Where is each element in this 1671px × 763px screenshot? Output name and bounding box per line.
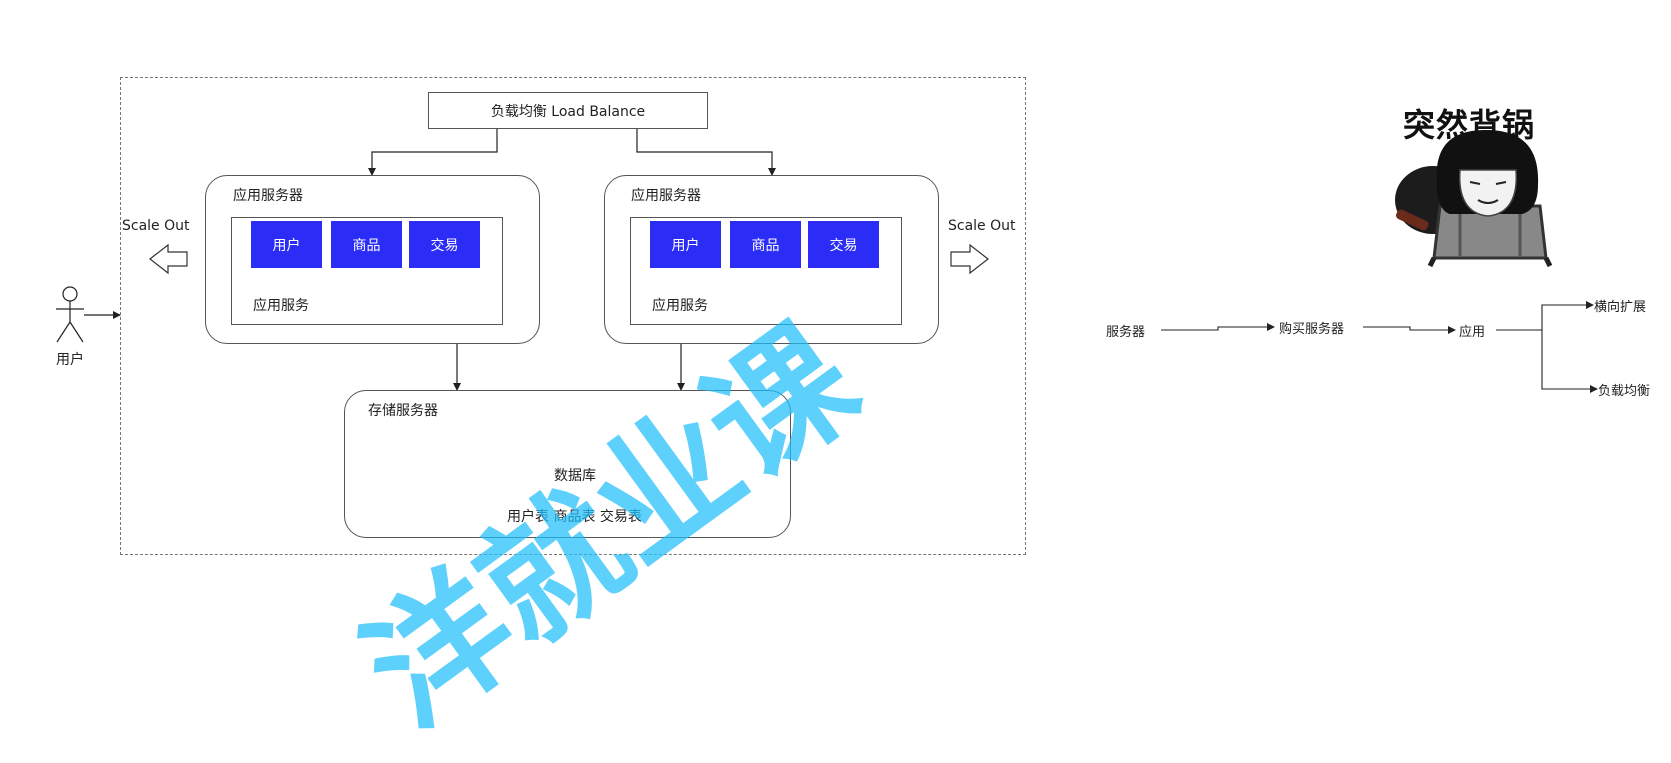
storage-server-title: 存储服务器 bbox=[368, 403, 438, 419]
app-server-left-title: 应用服务器 bbox=[233, 188, 303, 204]
scale-out-right-label: Scale Out bbox=[948, 218, 1016, 234]
load-balancer-box: 负载均衡 Load Balance bbox=[428, 92, 708, 129]
module-goods-right: 商品 bbox=[730, 221, 801, 268]
module-trade-left: 交易 bbox=[409, 221, 480, 268]
system-boundary bbox=[120, 77, 1026, 555]
lb-to-right-server-arrow bbox=[636, 127, 776, 176]
flow-buy-to-app-arrow bbox=[1363, 326, 1456, 334]
module-user-right: 用户 bbox=[650, 221, 721, 268]
flow-horizontal-label: 横向扩展 bbox=[1594, 300, 1647, 315]
flow-buy-server-label: 购买服务器 bbox=[1279, 322, 1345, 337]
database-label: 数据库 bbox=[554, 468, 596, 484]
scale-out-right-arrow-icon bbox=[950, 243, 989, 275]
lb-to-left-server-arrow bbox=[368, 127, 498, 176]
app-service-right-label: 应用服务 bbox=[652, 298, 708, 314]
module-goods-left: 商品 bbox=[331, 221, 402, 268]
scale-out-left-label: Scale Out bbox=[122, 218, 190, 234]
flow-app-to-lb-arrow bbox=[1541, 330, 1598, 393]
module-trade-right: 交易 bbox=[808, 221, 879, 268]
app-server-right-title: 应用服务器 bbox=[631, 188, 701, 204]
flow-app-to-horizontal-arrow bbox=[1496, 301, 1594, 331]
storage-server bbox=[344, 390, 791, 538]
module-user-left: 用户 bbox=[251, 221, 322, 268]
scale-out-left-arrow-icon bbox=[149, 243, 188, 275]
flow-server-label: 服务器 bbox=[1106, 325, 1146, 340]
meme-title: 突然背锅 bbox=[1403, 106, 1536, 144]
flow-server-to-buy-arrow bbox=[1161, 323, 1275, 331]
storage-tables-label: 用户表 商品表 交易表 bbox=[507, 509, 642, 525]
user-label: 用户 bbox=[56, 352, 84, 368]
load-balancer-label: 负载均衡 Load Balance bbox=[490, 103, 646, 120]
user-actor-icon bbox=[56, 286, 84, 343]
flow-load-balance-label: 负载均衡 bbox=[1598, 384, 1651, 399]
flow-app-label: 应用 bbox=[1459, 325, 1486, 340]
app-service-left-label: 应用服务 bbox=[253, 298, 309, 314]
